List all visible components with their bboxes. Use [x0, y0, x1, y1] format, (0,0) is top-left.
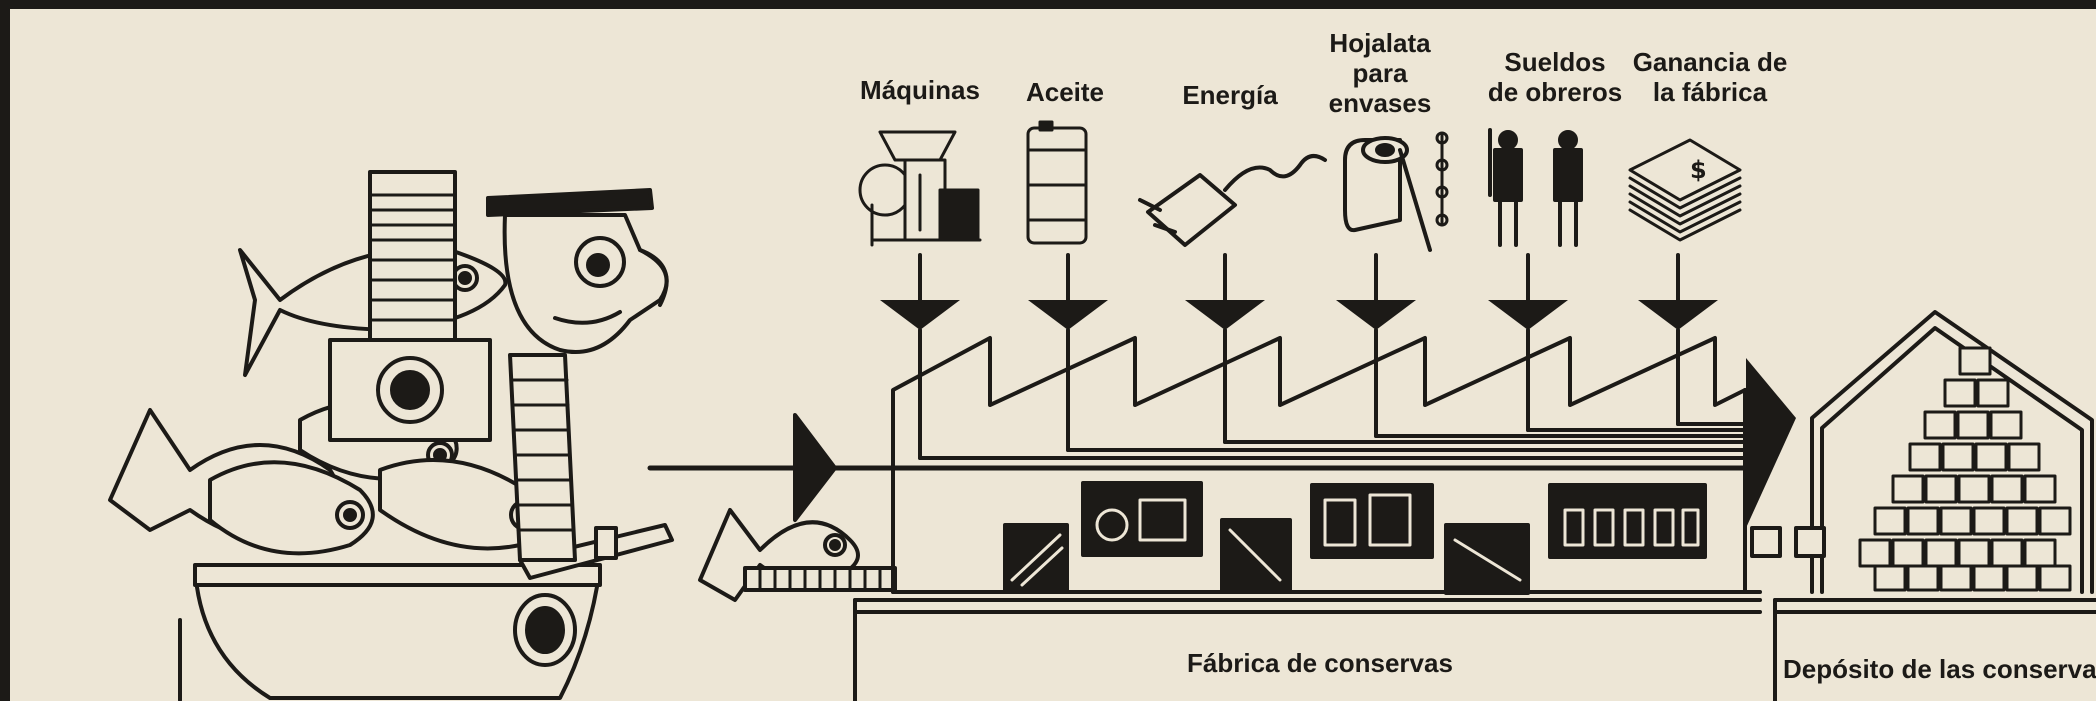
- label-line: Aceite: [1025, 77, 1105, 107]
- label-line: Sueldos: [1504, 47, 1606, 77]
- label-line: Hojalata: [1329, 28, 1431, 58]
- warehouse-label: Depósito de las conservas: [1783, 654, 2096, 684]
- label-wages: Sueldos de obreros: [1480, 47, 1630, 107]
- top-border: [0, 0, 2096, 9]
- label-line: Energía: [1182, 80, 1278, 110]
- label-line: envases: [1328, 88, 1432, 118]
- label-line: para: [1352, 58, 1408, 88]
- factory-building: [853, 336, 1762, 701]
- label-line: Máquinas: [860, 75, 980, 105]
- fishing-boat-illustration: [108, 170, 674, 701]
- tinplate-roll-icon: [1343, 131, 1449, 252]
- factory-label: Fábrica de conservas: [1187, 648, 1453, 678]
- label-machines: Máquinas: [855, 75, 985, 105]
- left-border: [0, 0, 10, 701]
- electric-plug-icon: [1138, 154, 1327, 247]
- input-flow-lines: [832, 253, 1796, 528]
- money-stack-icon: $: [1628, 138, 1742, 242]
- workers-icon: [1488, 128, 1583, 247]
- svg-text:$: $: [1690, 156, 1707, 184]
- oil-drum-icon: [1026, 120, 1088, 245]
- machine-icon: [858, 130, 982, 247]
- stacked-cans: [1858, 346, 2072, 592]
- label-line: de obreros: [1487, 77, 1623, 107]
- fish-on-conveyor: [698, 508, 897, 602]
- label-line: la fábrica: [1652, 77, 1768, 107]
- label-energy: Energía: [1170, 80, 1290, 110]
- label-profit: Ganancia de la fábrica: [1630, 47, 1790, 107]
- label-tinplate: Hojalata para envases: [1315, 28, 1445, 118]
- label-oil: Aceite: [1010, 77, 1120, 107]
- label-line: Ganancia de: [1632, 47, 1788, 77]
- fish-input-arrow: [647, 413, 837, 522]
